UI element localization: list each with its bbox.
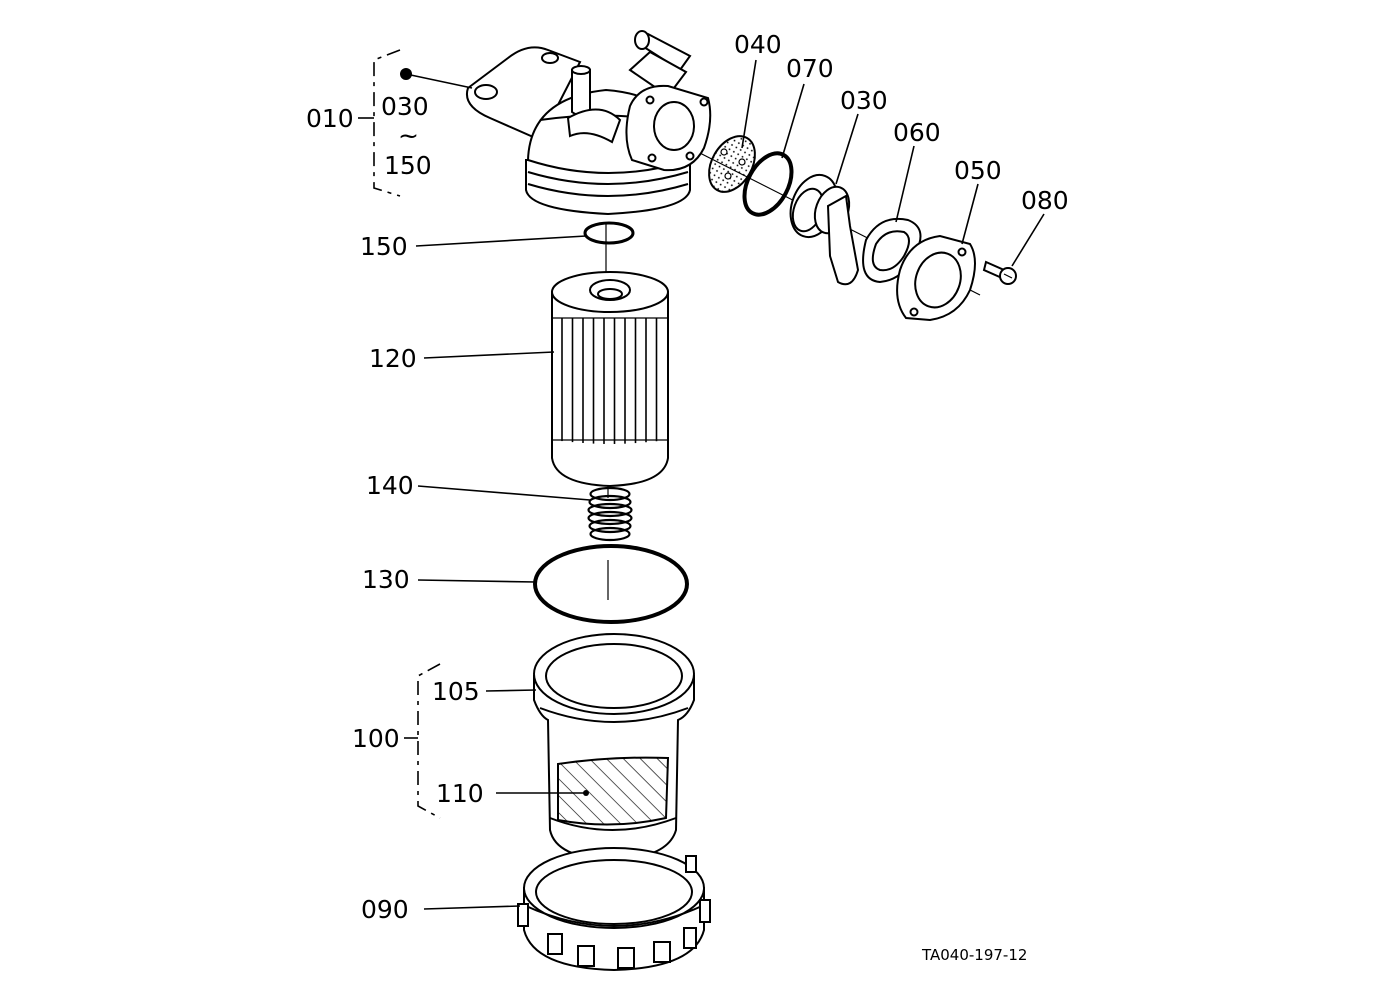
filter-bowl (533, 633, 695, 862)
group-bracket-010 (373, 49, 401, 197)
filter-head (466, 30, 712, 216)
label-070: 070 (786, 54, 834, 83)
label-150: 150 (360, 232, 408, 261)
screw-080 (982, 260, 1017, 285)
ring-nut-090 (517, 847, 711, 972)
label-040: 040 (734, 30, 782, 59)
filter-element-120 (551, 271, 669, 488)
group-bracket-100 (417, 663, 441, 819)
cover-plate-050 (896, 234, 976, 322)
label-010: 010 (306, 104, 354, 133)
o-ring-150 (583, 221, 635, 245)
label-030-range-start: 030 (381, 92, 429, 121)
label-120: 120 (369, 344, 417, 373)
spring-140 (587, 486, 633, 542)
label-080: 080 (1021, 186, 1069, 215)
drawing-reference-number: TA040-197-12 (921, 946, 1027, 964)
leader-lines (358, 59, 1045, 910)
label-100: 100 (352, 724, 400, 753)
label-140: 140 (366, 471, 414, 500)
filter-pleats (561, 318, 658, 444)
label-130: 130 (362, 565, 410, 594)
label-150-range-end: 150 (384, 151, 432, 180)
label-060: 060 (893, 118, 941, 147)
label-030: 030 (840, 86, 888, 115)
label-090: 090 (361, 895, 409, 924)
strainer-disc (708, 135, 756, 193)
cock-body (789, 174, 860, 286)
label-110: 110 (436, 779, 484, 808)
o-ring-130 (533, 544, 689, 624)
label-range-tilde: ~ (398, 121, 419, 150)
label-105: 105 (432, 677, 480, 706)
label-050: 050 (954, 156, 1002, 185)
